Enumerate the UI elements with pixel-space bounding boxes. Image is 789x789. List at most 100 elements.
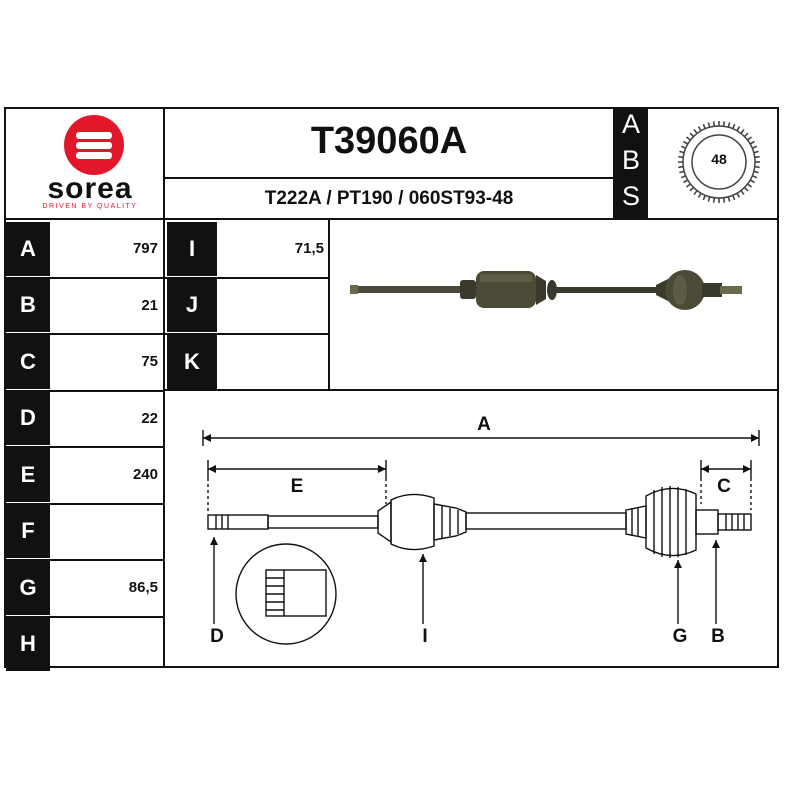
abs-tooth	[693, 190, 698, 196]
abs-tooth	[712, 197, 716, 203]
abs-tooth	[747, 183, 753, 188]
abs-tooth	[751, 175, 758, 179]
abs-letter-b: B	[621, 145, 640, 175]
photo-left-border	[328, 220, 330, 390]
abs-tooth	[693, 128, 698, 134]
dim-label-a: A	[477, 414, 491, 435]
abs-tooth	[680, 175, 687, 179]
abs-tooth	[685, 136, 691, 141]
abs-ring-icon	[678, 121, 760, 203]
abs-tooth	[679, 170, 685, 174]
logo-tagline: DRIVEN BY QUALITY	[42, 203, 138, 210]
dim-key-g: G	[6, 561, 50, 615]
dim-key-a: A	[6, 222, 50, 276]
abs-tooth	[689, 186, 695, 192]
abs-tooth	[749, 179, 755, 184]
abs-tooth	[740, 190, 745, 196]
abs-tooth	[727, 196, 731, 202]
header-divider	[165, 177, 613, 179]
abs-tooth	[743, 132, 749, 138]
row-divider	[165, 333, 330, 335]
row-divider	[165, 276, 330, 279]
abs-tooth	[732, 194, 736, 201]
abs-tooth	[722, 197, 726, 203]
abs-tooth	[683, 179, 689, 184]
abs-tooth	[736, 126, 741, 132]
column-divider-1	[163, 107, 165, 668]
sorea-logo: sorea DRIVEN BY QUALITY	[20, 112, 160, 214]
dim-key-d: D	[6, 391, 50, 445]
abs-tooth	[747, 136, 753, 141]
abs-tooth	[754, 165, 760, 169]
abs-tooth	[722, 121, 726, 127]
dim-label-g: G	[673, 626, 688, 647]
dim-key-k: K	[167, 335, 217, 389]
dim-key-f: F	[6, 504, 50, 558]
abs-tooth	[702, 194, 706, 201]
abs-tooth	[743, 186, 749, 192]
abs-tooth	[683, 140, 689, 145]
dim-key-b: B	[6, 278, 50, 332]
dim-label-b: B	[711, 626, 725, 647]
abs-tooth	[707, 196, 711, 202]
abs-tooth	[697, 126, 702, 132]
abs-tooth	[689, 132, 695, 138]
dim-value-g: 86,5	[128, 579, 158, 596]
abs-tooth	[678, 165, 684, 169]
dim-key-e: E	[6, 448, 50, 502]
driveshaft-photo	[350, 270, 742, 310]
logo-brand: sorea	[47, 172, 133, 205]
dim-label-c: C	[717, 476, 731, 497]
dim-value-i: 71,5	[294, 240, 324, 257]
abs-tooth	[753, 150, 759, 154]
dim-label-d: D	[210, 626, 224, 647]
dim-value-a: 797	[132, 240, 158, 257]
dim-value-c: 75	[141, 353, 158, 370]
abs-tooth	[732, 123, 736, 130]
row-divider	[4, 559, 164, 561]
abs-tooth	[736, 192, 741, 198]
technical-diagram: A E C D I G B	[166, 392, 778, 666]
dim-key-j: J	[167, 278, 217, 332]
driveshaft-diagram: A E C D I G B	[202, 414, 760, 647]
abs-ring: 48	[674, 117, 764, 207]
abs-tooth	[740, 128, 745, 134]
abs-tooth	[727, 122, 731, 128]
abs-letter-s: S	[621, 181, 640, 211]
photo-bottom-border	[165, 389, 779, 391]
abs-tooth	[697, 192, 702, 198]
abs-tooth	[685, 183, 691, 188]
header-bottom-line	[4, 218, 779, 220]
abs-tooth	[702, 123, 706, 130]
spec-sheet	[4, 107, 779, 668]
abs-tooth	[751, 145, 758, 149]
abs-tooth	[749, 140, 755, 145]
abs-tooth	[680, 145, 687, 149]
row-divider	[4, 502, 164, 505]
abs-column: A B S	[615, 107, 648, 219]
abs-tooth	[678, 155, 684, 159]
sorea-logo-mark	[64, 115, 124, 175]
abs-letter-a: A	[621, 109, 640, 139]
row-divider	[4, 333, 164, 335]
row-divider	[4, 389, 164, 392]
abs-tooth	[712, 121, 716, 127]
part-number: T39060A	[310, 120, 468, 162]
dim-key-h: H	[6, 617, 50, 671]
dim-value-b: 21	[141, 296, 158, 314]
abs-tooth	[679, 150, 685, 154]
product-photo	[340, 255, 760, 330]
cross-references: T222A / PT190 / 060ST93-48	[264, 188, 514, 209]
abs-tooth	[707, 122, 711, 128]
dim-label-e: E	[291, 476, 304, 497]
row-divider	[4, 615, 164, 618]
abs-teeth-count: 48	[711, 151, 727, 167]
dim-key-c: C	[6, 335, 50, 389]
dim-label-i: I	[422, 626, 427, 647]
dim-value-e: 240	[132, 466, 158, 483]
dim-key-i: I	[167, 222, 217, 276]
abs-tooth	[753, 170, 759, 174]
row-divider	[4, 446, 164, 448]
column-divider-abs	[613, 107, 615, 219]
row-divider	[4, 276, 164, 279]
